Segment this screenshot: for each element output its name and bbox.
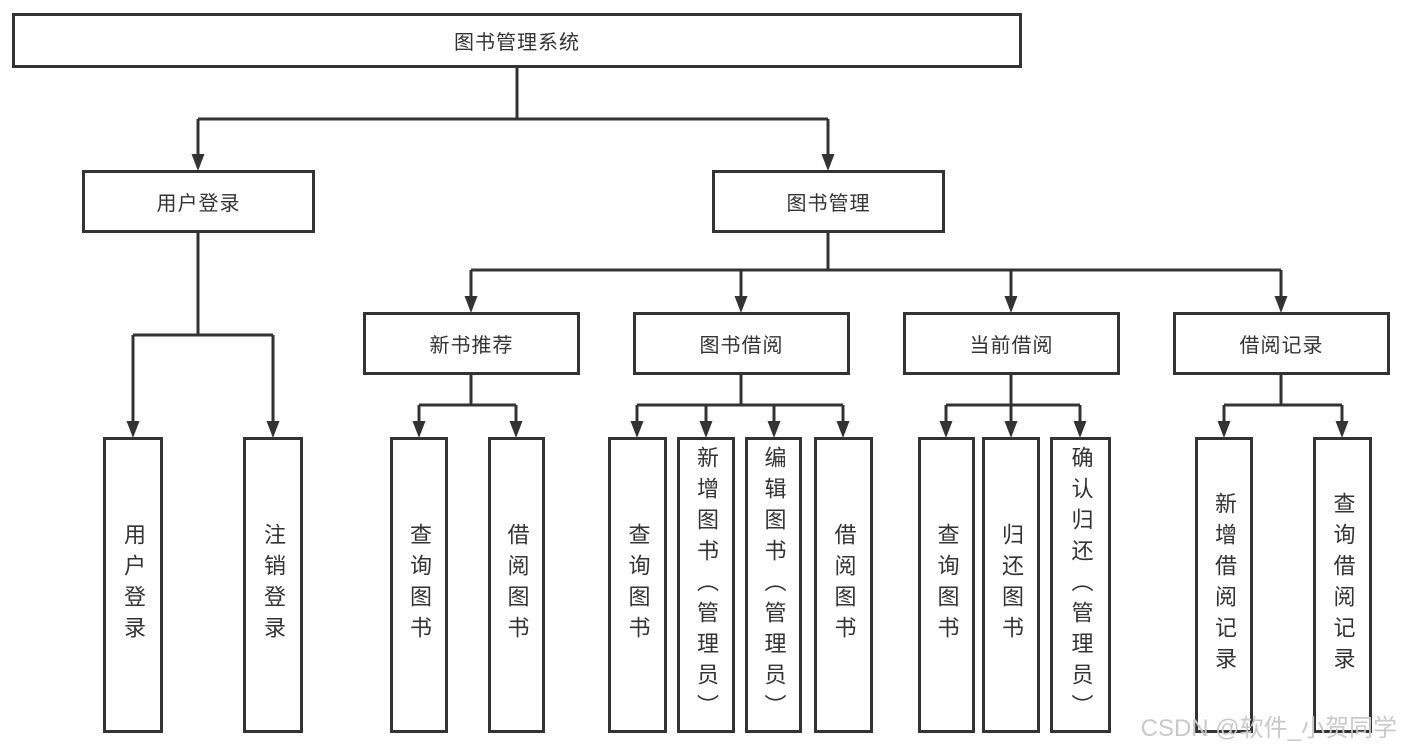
leaf-query-borrowing-record-label: 查询借阅记录 — [1330, 492, 1356, 678]
leaf-query-books-recommend-label: 查询图书 — [407, 523, 432, 647]
watermark: CSDN @软件_小贺同学 — [1140, 715, 1397, 742]
leaf-add-borrowing-record: 新增借阅记录 — [1195, 437, 1253, 733]
node-new-book-recommendation-label: 新书推荐 — [429, 335, 514, 357]
leaf-query-books-current: 查询图书 — [918, 437, 975, 733]
leaf-confirm-return-admin: 确认归还（管理员） — [1050, 437, 1111, 733]
leaf-user-login-label: 用户登录 — [121, 523, 146, 647]
node-user-login-label: 用户登录 — [156, 193, 241, 215]
node-root-label: 图书管理系统 — [454, 32, 580, 54]
leaf-logout-login: 注销登录 — [243, 437, 303, 733]
leaf-borrow-books-borrowing: 借阅图书 — [814, 437, 873, 733]
leaf-logout-login-label: 注销登录 — [261, 523, 286, 647]
connector-current-borrowing-to-leaves — [939, 375, 1087, 438]
leaf-user-login: 用户登录 — [103, 437, 163, 733]
connector-book-management-to-level3 — [464, 233, 1288, 313]
node-user-login: 用户登录 — [82, 170, 315, 233]
node-book-borrowing-label: 图书借阅 — [699, 335, 784, 357]
leaf-edit-books-admin-label: 编辑图书（管理员） — [761, 445, 787, 725]
node-book-borrowing: 图书借阅 — [633, 312, 850, 375]
node-borrowing-records-label: 借阅记录 — [1239, 335, 1324, 357]
connector-borrowing-records-to-leaves — [1217, 375, 1349, 438]
leaf-add-borrowing-record-label: 新增借阅记录 — [1212, 492, 1237, 678]
connector-user-login-to-leaves — [126, 233, 280, 438]
leaf-confirm-return-admin-label: 确认归还（管理员） — [1068, 445, 1094, 725]
node-book-management-label: 图书管理 — [786, 193, 871, 215]
leaf-borrow-books-recommend-label: 借阅图书 — [504, 523, 530, 647]
node-borrowing-records: 借阅记录 — [1173, 312, 1390, 375]
leaf-query-books-borrowing-label: 查询图书 — [625, 523, 651, 647]
leaf-add-books-admin: 新增图书（管理员） — [677, 437, 735, 733]
leaf-add-books-admin-label: 新增图书（管理员） — [694, 445, 719, 725]
leaf-borrow-books-recommend: 借阅图书 — [488, 437, 545, 733]
connector-new-book-recommendation-to-leaves — [412, 375, 523, 438]
node-root: 图书管理系统 — [12, 13, 1022, 68]
leaf-borrow-books-borrowing-label: 借阅图书 — [831, 523, 857, 647]
leaf-query-books-current-label: 查询图书 — [934, 523, 960, 647]
node-current-borrowing-label: 当前借阅 — [969, 335, 1054, 357]
node-current-borrowing: 当前借阅 — [903, 312, 1120, 375]
connector-root-to-level2 — [191, 68, 835, 171]
leaf-query-books-borrowing: 查询图书 — [608, 437, 667, 733]
leaf-return-books: 归还图书 — [982, 437, 1040, 733]
connector-book-borrowing-to-leaves — [630, 375, 850, 438]
leaf-query-books-recommend: 查询图书 — [390, 437, 448, 733]
node-book-management: 图书管理 — [712, 170, 945, 233]
node-new-book-recommendation: 新书推荐 — [363, 312, 580, 375]
leaf-query-borrowing-record: 查询借阅记录 — [1313, 437, 1372, 733]
leaf-edit-books-admin: 编辑图书（管理员） — [745, 437, 802, 733]
leaf-return-books-label: 归还图书 — [999, 523, 1024, 647]
